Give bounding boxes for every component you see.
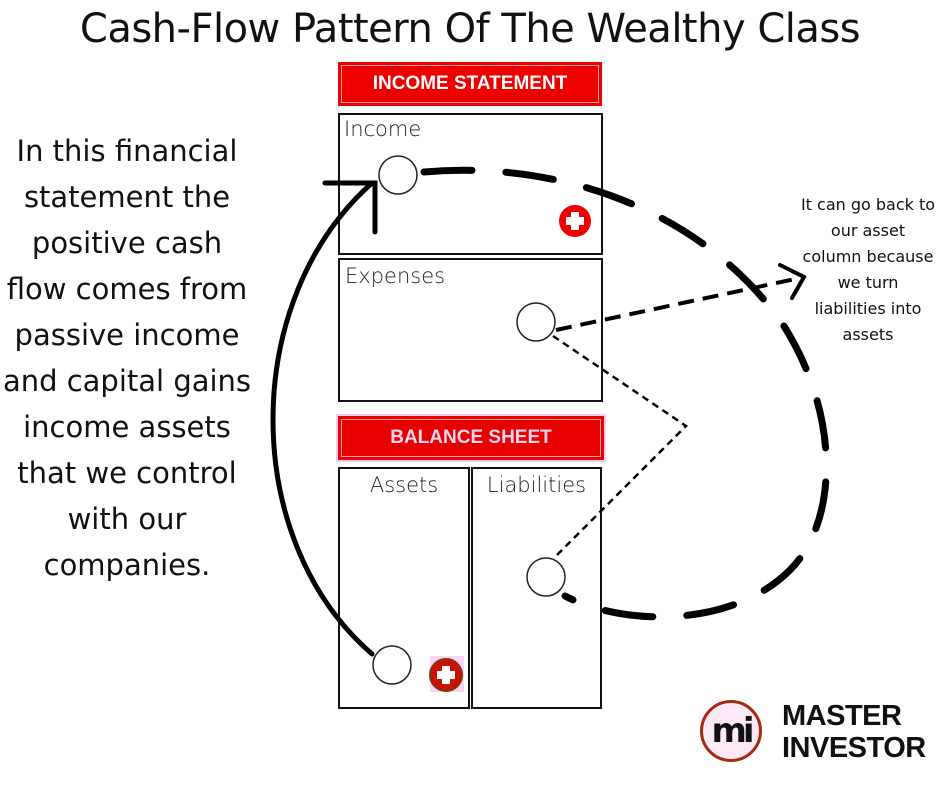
logo-mark: mi xyxy=(700,700,762,762)
logo-line-1: MASTER xyxy=(782,700,902,732)
balance-sheet-banner: BALANCE SHEET xyxy=(338,416,604,460)
logo-line-2: INVESTOR xyxy=(782,732,926,764)
page-title: Cash-Flow Pattern Of The Wealthy Class xyxy=(79,6,861,52)
income-node xyxy=(378,155,418,195)
income-statement-banner: INCOME STATEMENT xyxy=(338,62,602,106)
logo-wordmark: MASTER INVESTOR xyxy=(782,700,926,764)
expenses-label: Expenses xyxy=(345,264,446,288)
expenses-to-note-arrow xyxy=(555,276,801,332)
explanation-text: In this financial statement the positive… xyxy=(2,134,252,582)
expenses-to-liabilities-connector xyxy=(552,334,688,557)
arrowhead-income xyxy=(322,180,378,235)
assets-plus-icon xyxy=(429,656,464,692)
expenses-node xyxy=(516,302,556,342)
assets-to-income-arrow xyxy=(270,180,375,657)
liabilities-node xyxy=(526,557,566,597)
master-investor-logo: mi MASTER INVESTOR xyxy=(694,694,934,778)
income-label: Income xyxy=(344,117,422,141)
income-plus-icon xyxy=(559,205,591,237)
liabilities-label: Liabilities xyxy=(486,473,587,497)
arrowhead-note xyxy=(778,263,807,300)
assets-label: Assets xyxy=(369,473,439,497)
side-note: It can go back to our asset column becau… xyxy=(800,195,936,344)
assets-node xyxy=(372,645,412,685)
cash-flow-loop xyxy=(420,166,830,621)
